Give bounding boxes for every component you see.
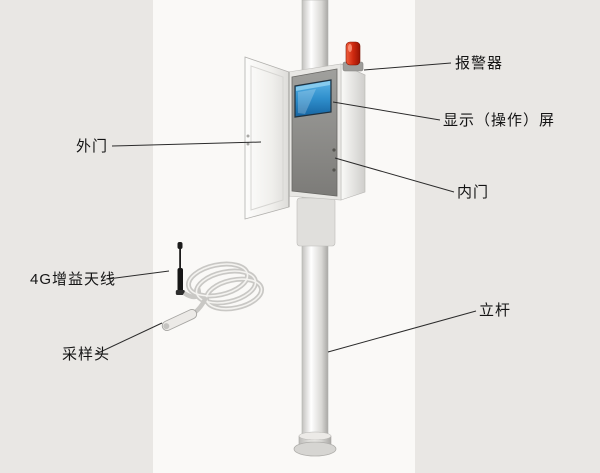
alarm-light	[342, 41, 364, 72]
display-screen	[294, 79, 332, 118]
leader-line-pole	[327, 310, 477, 353]
leader-line-sampler	[95, 322, 163, 355]
sampling-tube-coil	[182, 261, 265, 320]
leader-line-antenna	[107, 270, 170, 280]
leader-line-screen	[332, 101, 441, 121]
leader-line-inner-door	[334, 157, 455, 193]
label-outer-door: 外门	[76, 138, 109, 155]
label-inner-door: 内门	[457, 184, 490, 201]
label-pole: 立杆	[479, 302, 512, 319]
antenna-illustration	[175, 242, 185, 295]
mounting-bracket	[296, 197, 336, 247]
label-sampler: 采样头	[62, 346, 111, 363]
label-alarm: 报警器	[455, 55, 504, 72]
leader-line-alarm	[363, 62, 452, 71]
leader-lines	[95, 62, 477, 355]
label-screen: 显示（操作）屏	[443, 112, 556, 129]
label-antenna: 4G增益天线	[30, 271, 117, 288]
leader-line-outer-door	[111, 141, 262, 147]
sampling-head-illustration	[161, 308, 198, 332]
pole-base	[293, 431, 337, 457]
cabinet-outer-door	[244, 56, 290, 220]
